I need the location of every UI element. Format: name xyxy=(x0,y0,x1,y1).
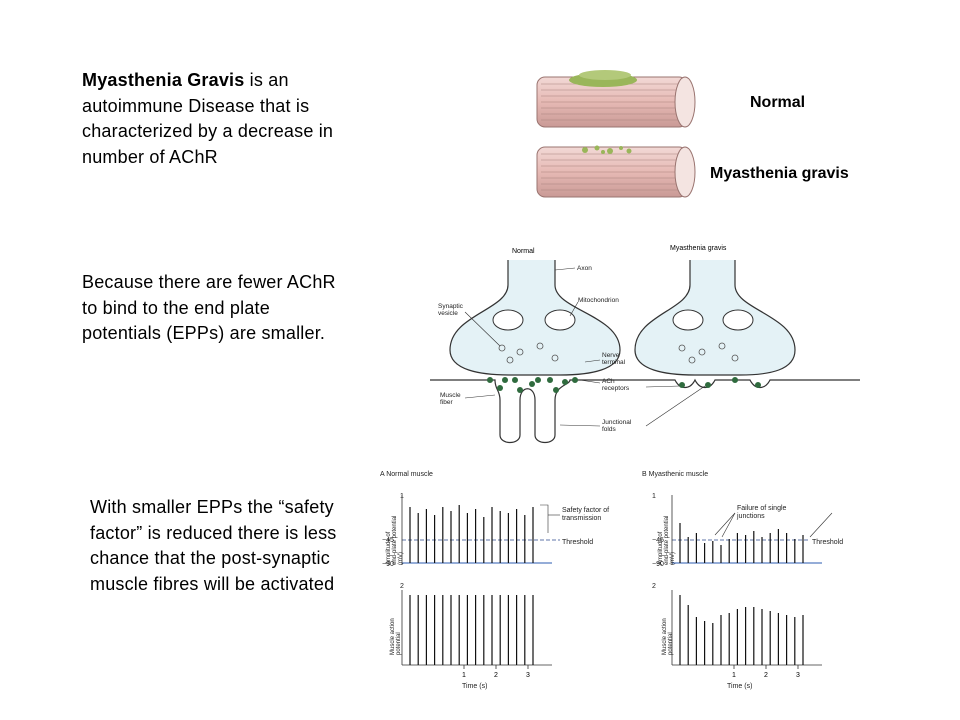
normal-fiber xyxy=(536,70,696,128)
mg-receptor-cluster xyxy=(582,145,632,154)
normal-ach-receptors xyxy=(487,377,578,393)
panel-a-row2: 2 xyxy=(400,583,404,590)
panel-a-title: A Normal muscle xyxy=(380,471,433,478)
label-synaptic-1: Synaptic xyxy=(438,303,464,310)
normal-terminal xyxy=(430,260,630,444)
synapse-figure: Normal Myasthenia gravis xyxy=(420,240,860,460)
label-nerve-1: Nerve xyxy=(602,352,620,359)
b-ylabel-bottom-2: potential xyxy=(668,632,674,655)
label-muscle-1: Muscle xyxy=(440,392,461,399)
epp-traces-chart: A Normal muscle B Myasthenic muscle 1 2 … xyxy=(380,471,843,690)
a-ylabel-top-3: (mV) xyxy=(398,552,404,565)
disease-name: Myasthenia Gravis xyxy=(82,70,245,90)
muscle-fiber-figure: Normal Myasthenia gravis xyxy=(525,60,875,200)
failure-label-2: junctions xyxy=(736,513,765,520)
b-ylabel-top-1: Amplitude of xyxy=(658,531,664,565)
mg-fiber xyxy=(536,145,696,198)
x-tick-label: 1 xyxy=(732,672,736,679)
label-axon: Axon xyxy=(577,265,592,272)
a-ylabel-top-1: Amplitude of xyxy=(386,531,392,565)
b-ylabel-top-3: (mV) xyxy=(670,552,676,565)
y-axis-labels: Amplitude of end-plate potential (mV) Mu… xyxy=(386,516,676,655)
synapse-leader-lines xyxy=(464,267,706,427)
safety-label-1: Safety factor of xyxy=(562,507,609,514)
b-ylabel-top-2: end-plate potential xyxy=(664,516,670,565)
synapse-normal-title: Normal xyxy=(512,248,535,255)
label-folds-1: Junctional xyxy=(602,419,632,426)
label-muscle-2: fiber xyxy=(440,399,453,406)
x-tick-label: 2 xyxy=(764,672,768,679)
panel-b-title: B Myasthenic muscle xyxy=(642,471,708,478)
mg-terminal xyxy=(630,260,860,389)
intro-paragraph: Myasthenia Gravis is an autoimmune Disea… xyxy=(82,68,362,170)
mg-ach-receptors xyxy=(679,377,761,388)
synapse-labels: Axon Mitochondrion Synaptic vesicle Nerv… xyxy=(438,265,632,433)
x-tick-label: 2 xyxy=(494,672,498,679)
label-mitochondrion: Mitochondrion xyxy=(578,297,619,304)
normal-fiber-label: Normal xyxy=(750,94,805,111)
b-ylabel-bottom-1: Muscle action xyxy=(662,618,668,655)
b-threshold-label: Threshold xyxy=(812,539,843,546)
a-tick-m45: −45 xyxy=(382,537,394,544)
safety-label-2: transmission xyxy=(562,515,601,522)
label-nerve-2: terminal xyxy=(602,359,626,366)
a-xlabel: Time (s) xyxy=(462,683,487,690)
a-ylabel-top-2: end-plate potential xyxy=(392,516,398,565)
label-synaptic-2: vesicle xyxy=(438,310,458,317)
failure-label-1: Failure of single xyxy=(737,505,787,512)
b-xlabel: Time (s) xyxy=(727,683,752,690)
label-ach-2: receptors xyxy=(602,385,630,392)
x-tick-label: 3 xyxy=(796,672,800,679)
muscle-fiber-illustration: Normal Myasthenia gravis xyxy=(536,70,849,198)
trace-leader-lines xyxy=(540,504,833,538)
label-folds-2: folds xyxy=(602,426,616,433)
a-ylabel-bottom-2: potential xyxy=(396,632,402,655)
b-tick-m90: −90 xyxy=(652,561,664,568)
panel-b-row2: 2 xyxy=(652,583,656,590)
trace-marks: 1 2 3 1 2 3 xyxy=(401,495,822,679)
x-tick-label: 1 xyxy=(462,672,466,679)
fewer-achr-paragraph: Because there are fewer AChR to bind to … xyxy=(82,272,336,343)
normal-receptor-cluster xyxy=(569,70,637,87)
synapse-illustration: Normal Myasthenia gravis xyxy=(430,245,860,444)
epp-traces-figure: A Normal muscle B Myasthenic muscle 1 2 … xyxy=(370,465,870,695)
a-ylabel-bottom-1: Muscle action xyxy=(390,618,396,655)
mg-fiber-label: Myasthenia gravis xyxy=(710,165,849,182)
synapse-mg-title: Myasthenia gravis xyxy=(670,245,727,252)
x-tick-label: 3 xyxy=(526,672,530,679)
panel-b-row1: 1 xyxy=(652,493,656,500)
label-ach-1: ACh xyxy=(602,378,615,385)
safety-factor-paragraph: With smaller EPPs the “safety factor” is… xyxy=(90,497,337,594)
a-threshold-label: Threshold xyxy=(562,539,593,546)
a-tick-m90: −90 xyxy=(382,561,394,568)
b-tick-m45: −45 xyxy=(652,537,664,544)
intro-text: is an autoimmune Disease that is charact… xyxy=(82,70,334,167)
